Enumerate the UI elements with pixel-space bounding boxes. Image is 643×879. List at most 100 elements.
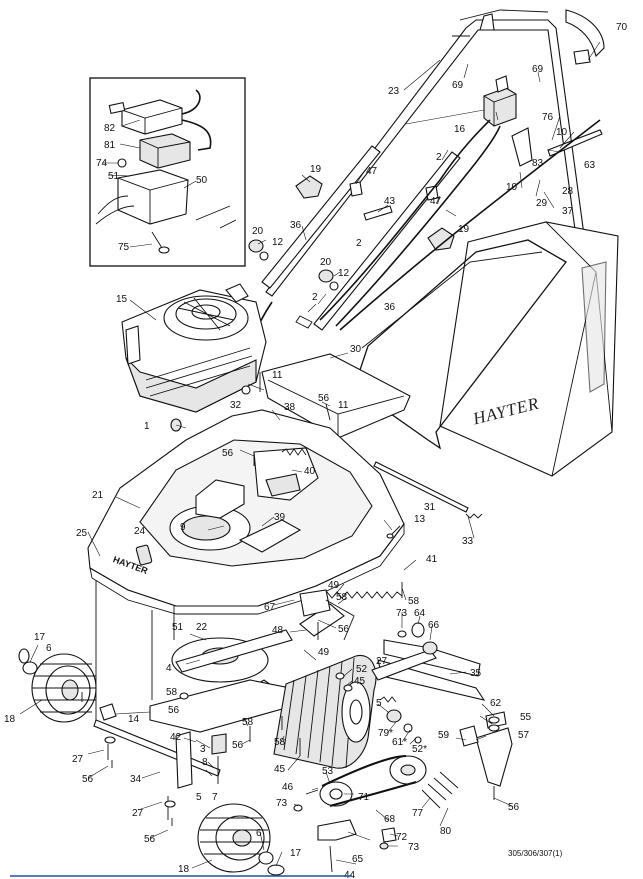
label-10b: 10	[506, 182, 518, 193]
label-47b: 47	[430, 196, 442, 207]
label-65: 65	[352, 854, 364, 865]
label-58a: 58	[408, 596, 420, 607]
label-6b: 6	[256, 828, 262, 839]
part-labels: 1 2 2 2 3 4 5 5 6 6 7 8 9 10 10 11 11 12…	[4, 22, 628, 879]
label-36a: 36	[290, 220, 302, 231]
label-4: 4	[166, 663, 172, 674]
label-38: 38	[284, 402, 296, 413]
label-49a: 49	[328, 580, 340, 591]
label-76: 76	[542, 112, 554, 123]
label-56e: 56	[232, 740, 244, 751]
label-6a: 6	[46, 643, 52, 654]
label-43: 43	[384, 196, 396, 207]
label-29: 29	[536, 198, 548, 209]
label-12a: 12	[272, 237, 284, 248]
label-23: 23	[388, 86, 400, 97]
label-77: 77	[412, 808, 424, 819]
label-63: 63	[584, 160, 596, 171]
diagram-reference: 305/306/307(1)	[508, 849, 563, 858]
label-56f: 56	[82, 774, 94, 785]
label-61-star: 61*	[392, 737, 407, 748]
label-22: 22	[196, 622, 208, 633]
label-21: 21	[92, 490, 104, 501]
label-82: 82	[104, 123, 116, 134]
engine	[121, 283, 331, 432]
label-74: 74	[96, 158, 108, 169]
label-55: 55	[520, 712, 532, 723]
label-58d: 58	[242, 717, 254, 728]
label-17b: 17	[290, 848, 302, 859]
label-59: 59	[438, 730, 450, 741]
label-73a: 73	[396, 608, 408, 619]
label-71: 71	[358, 792, 370, 803]
label-8: 8	[202, 757, 208, 768]
height-adjuster	[371, 622, 513, 787]
label-56b: 56	[222, 448, 234, 459]
label-37: 37	[562, 206, 574, 217]
label-75: 75	[118, 242, 130, 253]
label-5a: 5	[376, 698, 382, 709]
label-40: 40	[304, 466, 316, 477]
fasteners	[81, 452, 495, 812]
label-69a: 69	[452, 80, 464, 91]
label-83: 83	[532, 158, 544, 169]
label-52: 52	[356, 664, 368, 675]
label-32: 32	[230, 400, 242, 411]
label-35: 35	[470, 668, 482, 679]
label-3: 3	[200, 744, 206, 755]
label-33: 33	[462, 536, 474, 547]
label-45a: 45	[354, 676, 366, 687]
label-58b: 58	[336, 592, 348, 603]
label-53: 53	[322, 766, 334, 777]
blade-assembly	[149, 603, 345, 733]
label-19a: 19	[310, 164, 322, 175]
label-51b: 51	[172, 622, 184, 633]
front-wheel	[197, 803, 285, 876]
label-48: 48	[272, 625, 284, 636]
label-24: 24	[134, 526, 146, 537]
label-68: 68	[384, 814, 396, 825]
label-41: 41	[426, 554, 438, 565]
label-79-star: 79*	[378, 728, 393, 739]
label-66: 66	[428, 620, 440, 631]
label-67: 67	[264, 602, 276, 613]
label-2c: 2	[312, 292, 318, 303]
label-56d: 56	[168, 705, 180, 716]
label-45b: 45	[274, 764, 286, 775]
label-57: 57	[518, 730, 530, 741]
battery-inset	[89, 77, 246, 267]
label-7: 7	[212, 792, 218, 803]
label-56a: 56	[318, 393, 330, 404]
label-58c: 58	[166, 687, 178, 698]
label-30: 30	[350, 344, 362, 355]
label-80: 80	[440, 826, 452, 837]
label-47a: 47	[366, 166, 378, 177]
label-18b: 18	[178, 864, 190, 875]
label-58e: 58	[274, 737, 286, 748]
label-56h: 56	[508, 802, 520, 813]
label-56g: 56	[144, 834, 156, 845]
label-50: 50	[196, 175, 208, 186]
label-64: 64	[414, 608, 426, 619]
label-81: 81	[104, 140, 116, 151]
label-69b: 69	[532, 64, 544, 75]
handle-assembly	[247, 9, 605, 361]
label-19b: 19	[458, 224, 470, 235]
label-49b: 49	[318, 647, 330, 658]
label-70: 70	[616, 22, 628, 33]
label-17a: 17	[34, 632, 46, 643]
label-56c: 56	[338, 624, 350, 635]
label-36b: 36	[384, 302, 396, 313]
label-28: 28	[562, 186, 574, 197]
label-20b: 20	[320, 257, 332, 268]
label-5b: 5	[196, 792, 202, 803]
label-72: 72	[396, 832, 408, 843]
label-52-star: 52*	[412, 744, 427, 755]
label-44: 44	[344, 870, 356, 879]
label-42: 42	[170, 732, 182, 743]
label-10a: 10	[556, 127, 568, 138]
label-15: 15	[116, 294, 128, 305]
label-34: 34	[130, 774, 142, 785]
label-27b: 27	[132, 808, 144, 819]
